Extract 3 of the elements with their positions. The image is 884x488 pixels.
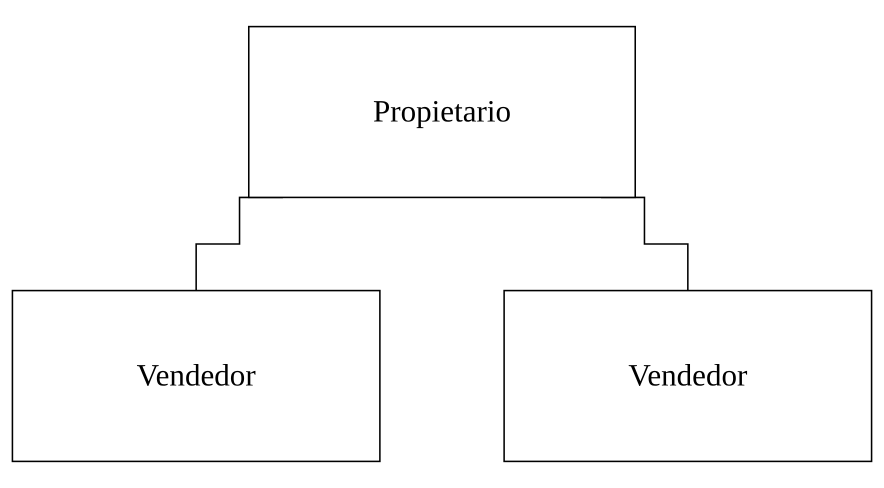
node-box: Propietario [248,26,636,198]
node-box: Vendedor [12,290,381,462]
node-box: Vendedor [503,290,872,462]
